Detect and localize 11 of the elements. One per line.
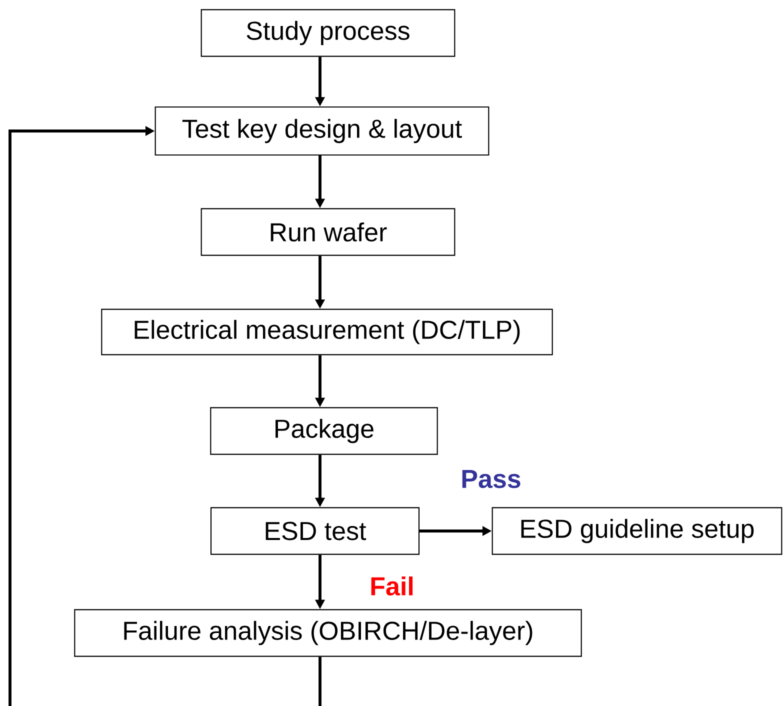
process-box: Study process xyxy=(200,9,456,57)
edge-label: Pass xyxy=(462,470,520,488)
process-box: Electrical measurement (DC/TLP) xyxy=(101,308,553,356)
edge-label: Fail xyxy=(371,576,413,596)
process-box: ESD guideline setup xyxy=(492,507,782,555)
process-box: ESD test xyxy=(210,507,420,555)
process-box: Failure analysis (OBIRCH/De-layer) xyxy=(74,609,582,657)
arrow xyxy=(8,126,322,706)
process-box: Test key design & layout xyxy=(154,106,490,156)
process-box: Run wafer xyxy=(200,208,456,256)
process-box: Package xyxy=(210,407,438,455)
